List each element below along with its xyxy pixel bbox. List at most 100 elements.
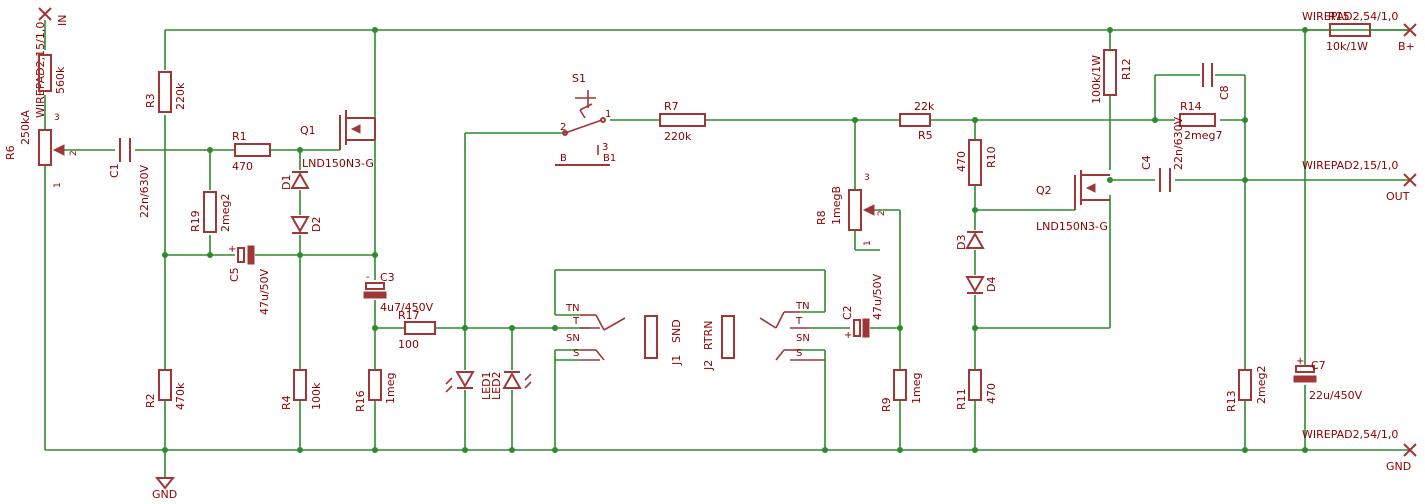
R2-value: 470k: [174, 382, 187, 410]
pad-gnd: WIREPAD2,54/1,0 GND: [1302, 428, 1417, 473]
diode-D1: D1: [280, 171, 310, 190]
C5-name: C5: [228, 267, 241, 282]
C7-value: 22u/450V: [1309, 389, 1363, 402]
mosfet-Q1: Q1 LND150N3-G: [300, 110, 376, 170]
C8-name: C8: [1218, 85, 1231, 100]
R17-value: 100: [398, 338, 419, 351]
R8-name: R8: [815, 210, 828, 225]
R14-value: 2meg7: [1184, 129, 1222, 142]
R3-value: 220k: [174, 82, 187, 110]
R5-value: 22k: [914, 100, 935, 113]
jack-J2: TN T SN S J2 RTRN: [702, 301, 825, 371]
pad-in-label: IN: [56, 15, 69, 26]
D3-name: D3: [955, 235, 968, 250]
resistor-R7: R7 220k: [659, 100, 706, 143]
ground-symbol: GND: [152, 477, 177, 501]
R11-value: 470: [985, 383, 998, 404]
R7-name: R7: [664, 100, 679, 113]
D4-name: D4: [985, 277, 998, 292]
ground-symbol-label: GND: [152, 488, 177, 501]
R17-name: R17: [398, 309, 420, 322]
resistor-R1: R1 470: [232, 130, 271, 173]
Q1-value: LND150N3-G: [302, 157, 374, 170]
resistor-R15: R15 10k/1W: [1326, 10, 1371, 53]
diode-D2: D2: [290, 216, 323, 234]
resistor-R19: R19 2meg2: [189, 191, 232, 233]
R9-value: 1meg: [910, 373, 923, 404]
capacitor-C2: + C2 47u/50V: [841, 273, 884, 341]
capacitor-C5: + C5 47u/50V: [228, 244, 271, 315]
C4-name: C4: [1140, 155, 1153, 170]
svg-text:+: +: [228, 244, 236, 255]
pad-gnd-name: WIREPAD2,54/1,0: [1302, 428, 1398, 441]
R19-value: 2meg2: [219, 194, 232, 232]
diode-D4: D4: [965, 276, 998, 294]
Q2-name: Q2: [1036, 184, 1052, 197]
led-LED2: LED2: [490, 371, 532, 400]
S1-pin1: 1: [605, 109, 611, 120]
Q1-name: Q1: [300, 124, 316, 137]
LED2-name: LED2: [490, 371, 503, 400]
pad-gnd-label: GND: [1386, 460, 1411, 473]
C2-name: C2: [841, 305, 854, 320]
C2-value: 47u/50V: [871, 273, 884, 320]
J1-tn: TN: [565, 303, 580, 314]
J1-name: J1: [670, 355, 683, 366]
pad-in-name: WIREPAD2,15/1,0: [34, 22, 47, 118]
resistor-R10: 470 R10: [955, 139, 998, 186]
potentiometer-R6: R6 250kA 3 2 1: [4, 110, 79, 188]
resistor-R16: R16 1meg: [354, 369, 397, 412]
resistor-R5: 22k R5: [899, 100, 935, 142]
capacitor-C4: C4 22n/630V: [1140, 116, 1185, 192]
resistor-R11: R11 470: [955, 369, 998, 410]
R4-value: 100k: [310, 382, 323, 410]
R18-value: 560k: [54, 66, 67, 94]
R6-pin3: 3: [54, 113, 60, 123]
pad-bplus-cross-icon: [1403, 23, 1417, 37]
S1-label-b: B: [560, 153, 567, 164]
R4-name: R4: [280, 395, 293, 410]
R16-value: 1meg: [384, 373, 397, 404]
resistor-R4: R4 100k: [280, 369, 323, 410]
R1-value: 470: [232, 160, 253, 173]
R19-name: R19: [189, 210, 202, 232]
R6-name: R6: [4, 145, 17, 160]
J1-s: S: [573, 348, 579, 359]
R10-value: 470: [955, 151, 968, 172]
resistor-R14: R14 2meg7: [1179, 100, 1222, 142]
C3-name: C3: [380, 271, 395, 284]
J2-sn: SN: [796, 333, 810, 344]
svg-text:-: -: [366, 272, 370, 283]
svg-text:+: +: [844, 330, 852, 341]
J2-name: J2: [702, 360, 715, 371]
D1-name: D1: [280, 175, 293, 190]
R9-name: R9: [880, 397, 893, 412]
R15-name: R15: [1328, 10, 1350, 23]
R12-value: 100k/1W: [1090, 55, 1103, 104]
capacitor-C8: C8: [1202, 63, 1231, 100]
C5-value: 47u/50V: [258, 268, 271, 315]
C3-value: 4u7/450V: [380, 301, 434, 314]
capacitor-C3: - C3 4u7/450V: [363, 271, 434, 314]
C1-value: 22n/630V: [138, 164, 151, 218]
R11-name: R11: [955, 388, 968, 410]
svg-text:+: +: [1296, 356, 1304, 367]
R15-value: 10k/1W: [1326, 40, 1368, 53]
led-LED1: LED1: [445, 371, 493, 400]
R3-name: R3: [144, 93, 157, 108]
R12-name: R12: [1120, 58, 1133, 80]
S1-name: S1: [572, 72, 586, 85]
R6-pin2: 2: [69, 150, 79, 156]
pad-out: WIREPAD2,15/1,0 OUT: [1302, 159, 1417, 203]
J1-t: T: [572, 316, 580, 327]
resistor-R18: 560k: [38, 54, 67, 94]
J1-value: SND: [670, 319, 683, 343]
resistor-R12: 100k/1W R12: [1090, 49, 1133, 104]
R1-name: R1: [232, 130, 247, 143]
Q2-value: LND150N3-G: [1036, 220, 1108, 233]
D2-name: D2: [310, 217, 323, 232]
J2-tn: TN: [795, 301, 810, 312]
switch-S1: S1 1 2 3 B B1: [555, 72, 616, 166]
pad-out-name: WIREPAD2,15/1,0: [1302, 159, 1398, 172]
